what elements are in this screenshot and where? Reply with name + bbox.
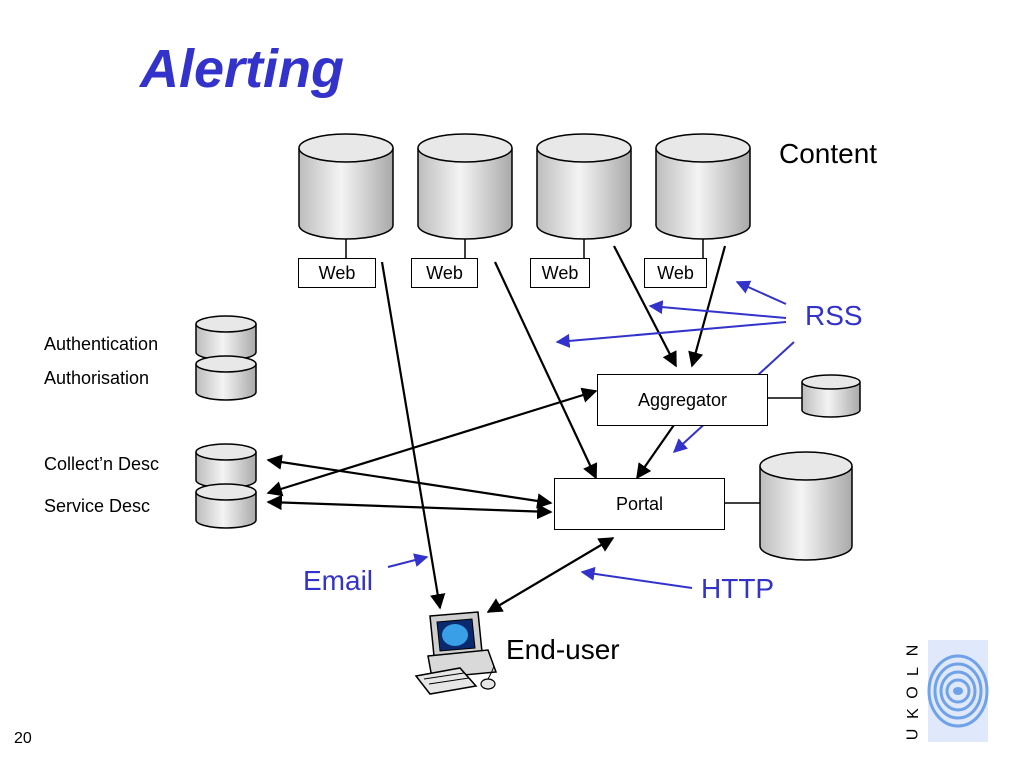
service-desc-portal-arrow: [266, 494, 553, 520]
http-flow-arrow: [486, 537, 615, 613]
rss-label: RSS: [805, 300, 863, 331]
collection-desc-cylinder: [195, 443, 257, 489]
web-to-aggregator-arrow: [688, 245, 727, 368]
logo-letter: U: [904, 728, 922, 741]
ukoln-logo-icon: [927, 640, 989, 742]
service-desc-label: Service Desc: [44, 496, 151, 516]
authentication-label: Authentication: [44, 334, 159, 354]
email-flow-arrow: [380, 261, 446, 610]
content-cylinder-2: [417, 133, 513, 240]
web-box-4: Web: [644, 258, 707, 288]
portal-store-cylinder: [759, 451, 853, 561]
content-cylinder-3: [536, 133, 632, 240]
auth-cylinder-top: [195, 315, 257, 361]
email-label: Email: [303, 565, 374, 596]
auth-cylinder-bottom: [195, 355, 257, 401]
web-box-2: Web: [411, 258, 478, 288]
http-label: HTTP: [701, 573, 775, 604]
content-cylinder-1: [298, 133, 394, 240]
page-number: 20: [14, 730, 32, 747]
web-to-portal-arrow: [494, 261, 598, 480]
rss-pointer-arrow: [648, 300, 787, 319]
web-box-1: Web: [298, 258, 376, 288]
aggregator-box: Aggregator: [597, 374, 768, 426]
logo-letter: K: [904, 708, 922, 719]
logo-letter: N: [904, 644, 922, 657]
collection-desc-portal-arrow: [266, 454, 553, 509]
slide-title: Alerting: [140, 39, 345, 99]
logo-letter: O: [904, 686, 922, 699]
logo-letter: L: [904, 667, 922, 676]
web-to-aggregator-arrow: [613, 245, 677, 368]
computer-icon: [414, 611, 498, 695]
end-user-label: End-user: [506, 634, 620, 665]
authorisation-label: Authorisation: [44, 368, 150, 388]
rss-pointer-arrow: [555, 321, 787, 348]
ukoln-logo-letters: N L O K U: [903, 640, 923, 745]
content-cylinder-4: [655, 133, 751, 240]
content-label: Content: [779, 138, 878, 169]
collection-desc-label: Collect’n Desc: [44, 454, 160, 474]
http-pointer-arrow: [580, 566, 693, 589]
portal-box: Portal: [554, 478, 725, 530]
rss-pointer-arrow: [735, 280, 787, 305]
email-pointer-arrow: [387, 553, 429, 568]
service-desc-cylinder: [195, 483, 257, 529]
web-box-3: Web: [530, 258, 590, 288]
aggregator-store-cylinder: [801, 374, 861, 418]
service-desc-aggregator-arrow: [266, 387, 598, 497]
